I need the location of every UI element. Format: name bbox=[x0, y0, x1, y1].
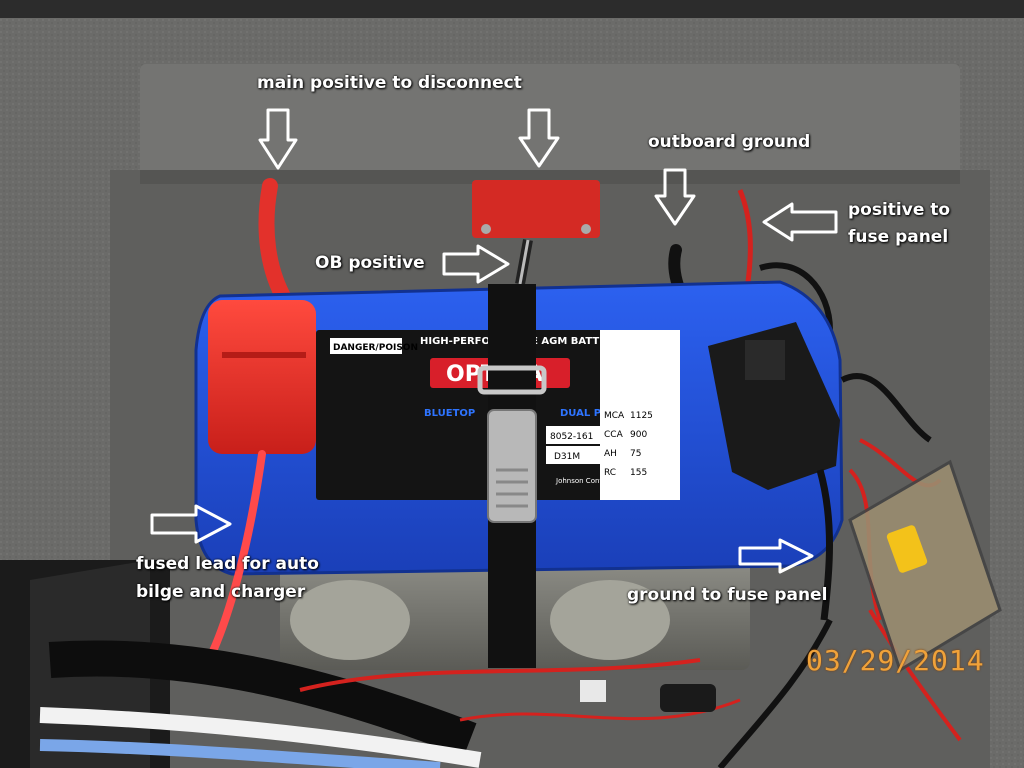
annotation-fused-lead-line2: bilge and charger bbox=[136, 582, 306, 602]
annotation-ground-fuse: ground to fuse panel bbox=[627, 585, 828, 605]
rating-value: 75 bbox=[630, 449, 641, 459]
model-text: 8052-161 bbox=[550, 432, 593, 442]
series-text: BLUETOP bbox=[424, 408, 475, 419]
rating-value: 155 bbox=[630, 468, 647, 478]
inline-fuse bbox=[660, 684, 716, 712]
down-arrow-icon bbox=[258, 108, 298, 170]
rating-key: MCA bbox=[604, 411, 625, 421]
maker-text: Johnson Controls bbox=[555, 477, 615, 485]
positive-terminal-cover bbox=[208, 300, 316, 454]
annotation-outboard-ground: outboard ground bbox=[648, 132, 811, 152]
rating-value: 900 bbox=[630, 430, 647, 440]
date-stamp: 03/29/2014 bbox=[806, 644, 985, 677]
wire-loom bbox=[48, 640, 477, 757]
battery-disconnect-switch bbox=[472, 180, 600, 238]
ground-wire bbox=[816, 469, 833, 621]
ratings-panel bbox=[600, 330, 680, 500]
group-text: D31M bbox=[554, 452, 580, 462]
annotation-positive-fuse-line1: positive to bbox=[848, 200, 951, 220]
ground-terminal-cover bbox=[708, 322, 840, 490]
left-arrow-icon bbox=[762, 202, 838, 242]
warning-text: DANGER/POISON bbox=[333, 343, 418, 353]
fuse-holder bbox=[848, 459, 1002, 673]
down-arrow-icon bbox=[654, 168, 696, 226]
right-arrow-icon bbox=[442, 244, 510, 284]
right-arrow-icon bbox=[738, 538, 814, 574]
positive-fuse-wire bbox=[737, 189, 753, 283]
rating-key: RC bbox=[604, 468, 616, 478]
down-arrow-icon bbox=[518, 108, 560, 168]
annotation-main-positive: main positive to disconnect bbox=[257, 73, 522, 93]
main-positive-cable bbox=[258, 178, 293, 308]
rating-key: AH bbox=[604, 449, 617, 459]
fused-lead-wire bbox=[201, 450, 266, 672]
annotation-ob-positive: OB positive bbox=[315, 253, 425, 273]
rating-key: CCA bbox=[604, 430, 624, 440]
annotation-positive-fuse-line2: fuse panel bbox=[848, 227, 949, 247]
right-arrow-icon bbox=[150, 504, 232, 544]
rating-value: 1125 bbox=[630, 411, 653, 421]
top-rim bbox=[0, 0, 1024, 18]
annotation-fused-lead-line1: fused lead for auto bbox=[136, 554, 319, 574]
fuse bbox=[886, 525, 928, 573]
